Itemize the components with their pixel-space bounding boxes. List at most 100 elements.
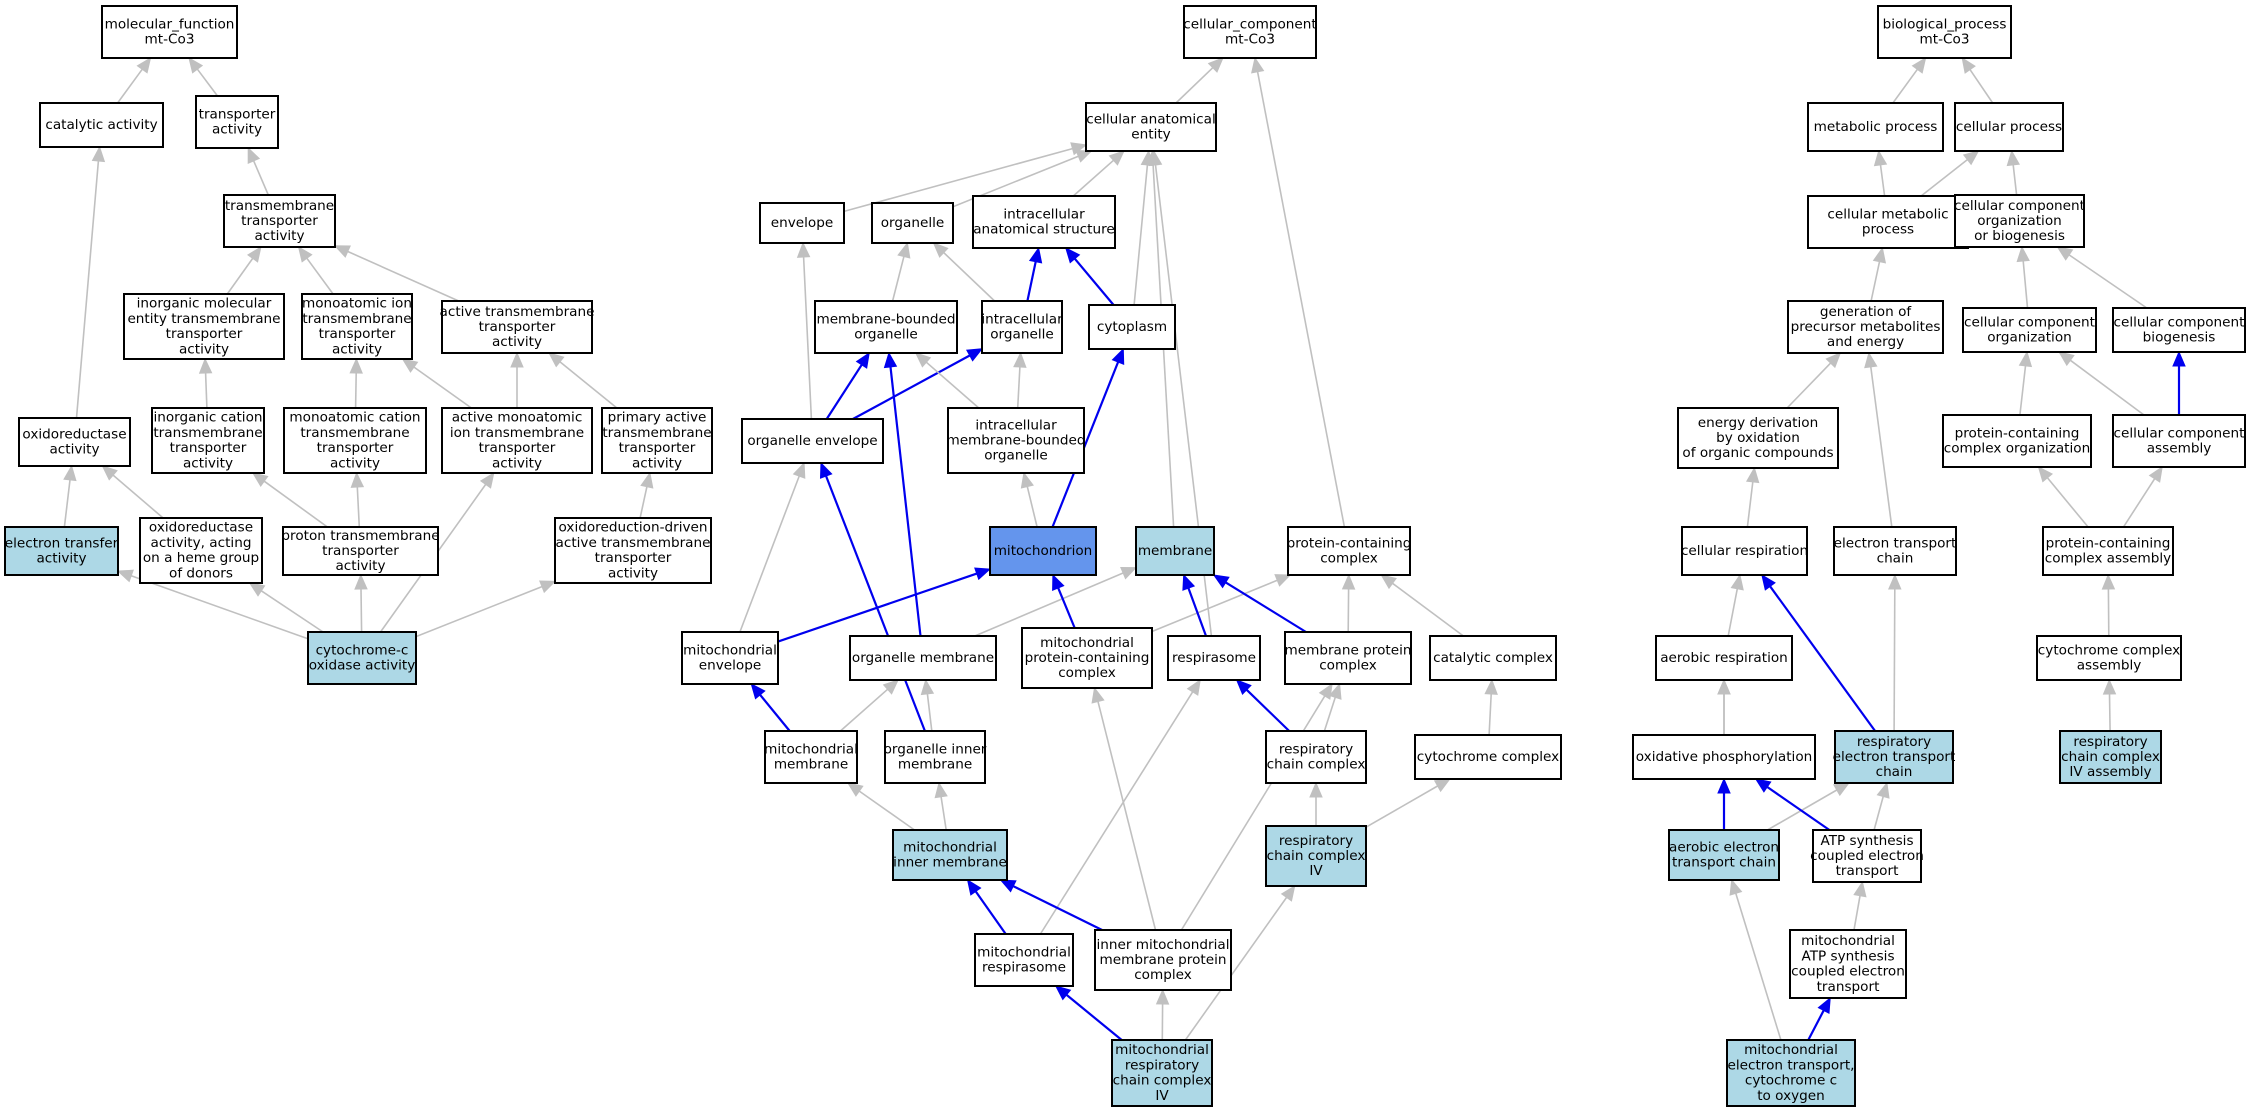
edge-line: [130, 575, 309, 640]
edge-cyto-to-ias: [1064, 247, 1115, 306]
term-node-cytc[interactable]: cytochrome complex: [1414, 734, 1562, 780]
edge-arrowhead: [1028, 246, 1043, 264]
edge-line: [204, 372, 208, 409]
term-node-cellp[interactable]: cellular process: [1954, 102, 2064, 152]
term-node-env[interactable]: envelope: [759, 202, 845, 244]
edge-arrowhead: [966, 878, 982, 896]
edge-arrowhead: [539, 580, 557, 594]
term-node-mito[interactable]: mitochondrion: [989, 526, 1097, 576]
edge-arrowhead: [1832, 782, 1850, 797]
term-node-oenv[interactable]: organelle envelope: [741, 418, 884, 464]
term-node-icat[interactable]: inorganic cationtransmembranetransporter…: [151, 407, 265, 474]
term-label-line: transporter: [319, 326, 396, 342]
term-label-line: coupled electron: [1791, 964, 1905, 980]
term-box: [18, 417, 131, 467]
term-box: [1834, 730, 1954, 784]
edge-line: [1870, 261, 1881, 302]
term-label-line: aerobic respiration: [1660, 650, 1788, 666]
edge-etact-to-oxred: [63, 464, 77, 528]
edge-line: [354, 372, 357, 409]
term-node-cyto[interactable]: cytoplasm: [1088, 304, 1176, 350]
term-node-resp[interactable]: respirasome: [1167, 635, 1261, 681]
term-node-mono[interactable]: monoatomic iontransmembranetransporterac…: [301, 293, 413, 360]
term-box: [1088, 304, 1176, 350]
edge-icat-to-imol: [198, 357, 213, 409]
term-node-org[interactable]: organelle: [871, 202, 954, 244]
term-node-monocat[interactable]: monoatomic cationtransmembranetransporte…: [283, 407, 427, 474]
term-node-cresp[interactable]: cellular respiration: [1681, 526, 1808, 576]
term-node-prim[interactable]: primary activetransmembranetransporterac…: [601, 407, 713, 474]
term-label-line: activity: [49, 442, 99, 458]
term-box: [195, 95, 279, 149]
term-node-cat[interactable]: catalytic activity: [39, 102, 164, 148]
edge-line: [415, 585, 543, 638]
term-node-aresp[interactable]: aerobic respiration: [1655, 635, 1793, 681]
edge-arrowhead: [2058, 351, 2075, 367]
term-label-line: mitochondrial: [683, 642, 777, 658]
term-node-catc[interactable]: catalytic complex: [1429, 635, 1557, 681]
term-node-metab[interactable]: metabolic process: [1807, 102, 1944, 152]
term-label-line: complex organization: [1944, 441, 2090, 457]
term-label-line: inner membrane: [893, 855, 1007, 871]
term-box: [1167, 635, 1261, 681]
edge-arrowhead: [974, 567, 992, 581]
edge-line: [1365, 785, 1438, 828]
term-box: [1284, 631, 1412, 685]
edge-arrowhead: [846, 782, 864, 797]
term-node-memb[interactable]: membrane: [1135, 526, 1215, 576]
term-node-oxphos[interactable]: oxidative phosphorylation: [1632, 734, 1816, 780]
edge-arrowhead: [1341, 573, 1356, 590]
term-box: [2059, 730, 2162, 784]
term-node-omem[interactable]: organelle membrane: [849, 635, 997, 681]
edge-matpet-to-atpet: [1853, 880, 1867, 931]
